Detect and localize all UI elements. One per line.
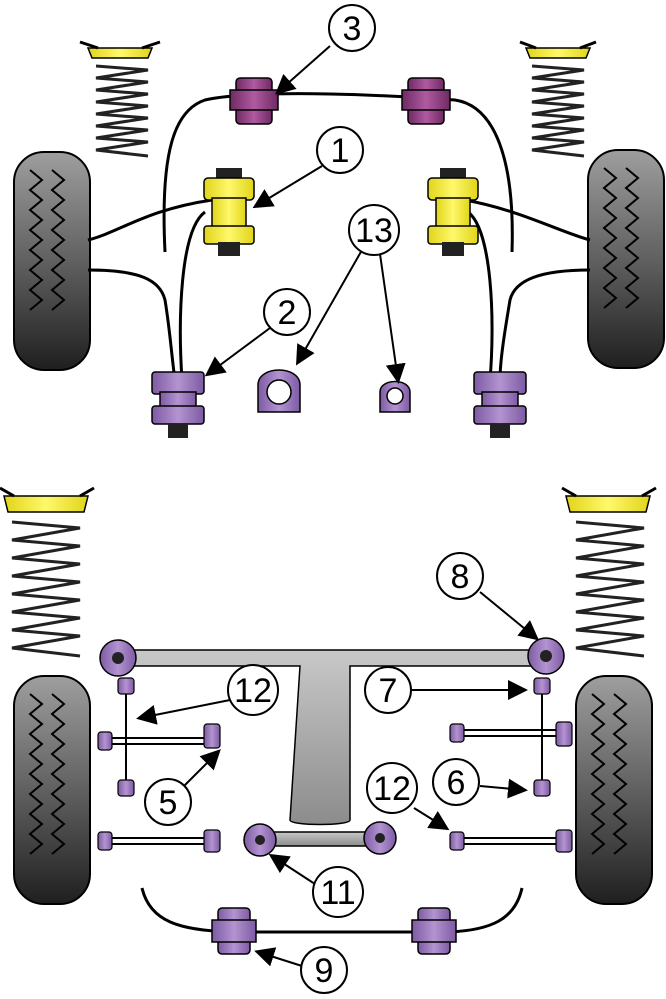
spring-icon: [561, 486, 657, 658]
callout-label: 9: [315, 952, 334, 990]
callout-9: 9: [254, 946, 348, 994]
front-suspension: [13, 40, 665, 438]
callout-2: 2: [204, 288, 311, 377]
bush-icon: [379, 380, 411, 413]
wheel-icon: [575, 675, 653, 905]
bush-icon: [211, 907, 257, 955]
bush-icon: [401, 77, 451, 125]
spring-icon: [0, 486, 95, 658]
trailing-link: [243, 821, 397, 857]
callout-label: 6: [447, 764, 466, 802]
callout-12a: 12: [136, 664, 279, 725]
wishbone-right-inner: [466, 210, 494, 381]
bush-icon: [473, 371, 527, 438]
bush-icon: [229, 77, 279, 125]
callout-label: 5: [159, 784, 178, 822]
bush-icon: [257, 369, 301, 413]
rear-suspension: [0, 486, 657, 955]
wheel-icon: [13, 675, 91, 905]
callout-11: 11: [268, 853, 364, 918]
callout-label: 1: [331, 132, 350, 170]
callouts: 3 1 13 2 8 12: [136, 4, 540, 994]
callout-7: 7: [364, 666, 528, 714]
spring-icon: [79, 40, 161, 158]
rear-subframe: [117, 649, 541, 826]
callout-label: 3: [343, 10, 362, 48]
wishbone-left: [87, 198, 213, 381]
small-bushes: [97, 677, 573, 853]
callout-label: 7: [379, 672, 398, 710]
wheel-icon: [587, 149, 665, 369]
callout-13: 13: [296, 204, 406, 384]
callout-label: 13: [355, 212, 393, 250]
bush-icon: [527, 637, 565, 675]
bush-icon: [411, 907, 457, 955]
callout-8: 8: [436, 552, 540, 641]
callout-1: 1: [252, 126, 364, 209]
callout-12b: 12: [366, 762, 450, 831]
bush-icon: [151, 371, 205, 438]
callout-label: 12: [373, 770, 411, 808]
wishbone-right: [464, 198, 591, 381]
callout-5: 5: [144, 749, 221, 826]
rear-links: [104, 690, 565, 845]
callout-label: 12: [234, 672, 272, 710]
bush-icon: [203, 168, 255, 256]
anti-roll-bar: [162, 92, 514, 253]
callout-label: 2: [278, 294, 297, 332]
callout-3: 3: [275, 4, 376, 95]
wishbone-left-inner: [178, 210, 206, 381]
callout-label: 11: [320, 874, 355, 912]
wheel-icon: [13, 151, 91, 371]
bush-icon: [427, 168, 479, 256]
callout-label: 8: [451, 558, 470, 596]
spring-icon: [519, 40, 597, 158]
callout-6: 6: [432, 758, 528, 806]
bush-icon: [99, 639, 137, 677]
